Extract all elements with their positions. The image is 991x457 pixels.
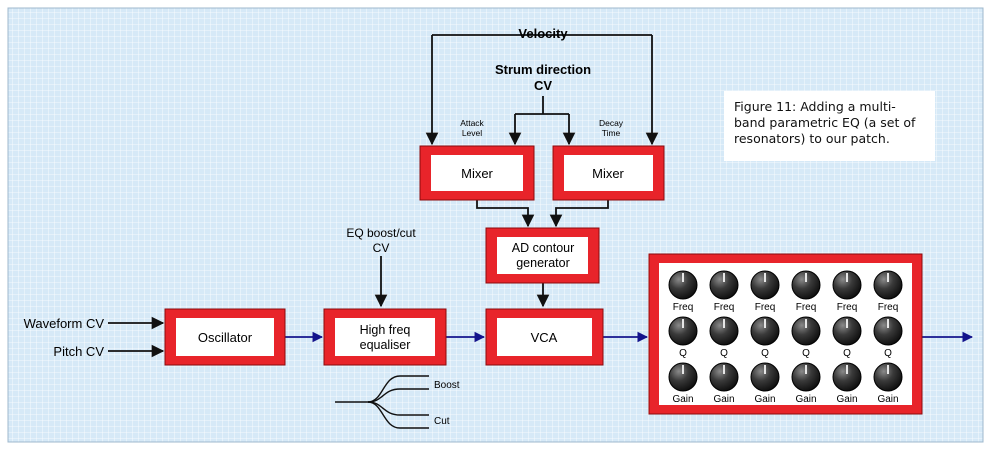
eq-boost-cut-curve-icon: [335, 375, 429, 429]
decay-label: Decay: [599, 118, 624, 128]
eq-boost-cut-label: EQ boost/cut: [346, 226, 416, 240]
eq-label-line1: High freq: [360, 323, 411, 337]
ad-contour-label-line2: generator: [516, 256, 570, 270]
cut-label: Cut: [434, 416, 450, 427]
knob-gain-4[interactable]: Gain: [791, 362, 821, 405]
strum-direction-label: Strum direction: [495, 62, 591, 77]
eq-label-line2: equaliser: [360, 338, 411, 352]
knob-label: Gain: [795, 394, 816, 405]
ad-contour-module: AD contour generator: [485, 227, 600, 284]
knob-freq-6[interactable]: Freq: [873, 270, 903, 313]
mixer-right-module: Mixer: [552, 145, 665, 201]
knob-label: Gain: [713, 394, 734, 405]
pitch-cv-label: Pitch CV: [53, 344, 104, 359]
knob-label: Freq: [878, 302, 899, 313]
knob-label: Q: [761, 348, 769, 359]
mixer-left-to-ad-line: [476, 200, 535, 228]
knob-label: Gain: [836, 394, 857, 405]
knob-q-1[interactable]: Q: [668, 316, 698, 359]
oscillator-module: Oscillator: [164, 308, 286, 366]
knob-label: Q: [884, 348, 892, 359]
knob-q-2[interactable]: Q: [709, 316, 739, 359]
vca-label: VCA: [531, 330, 558, 345]
mixer-left-module: Mixer: [419, 145, 535, 201]
knob-q-3[interactable]: Q: [750, 316, 780, 359]
ad-contour-label-line1: AD contour: [512, 241, 575, 255]
knob-gain-3[interactable]: Gain: [750, 362, 780, 405]
vca-module: VCA: [485, 308, 604, 366]
knob-q-4[interactable]: Q: [791, 316, 821, 359]
knob-q-6[interactable]: Q: [873, 316, 903, 359]
knob-label: Gain: [672, 394, 693, 405]
knob-label: Q: [802, 348, 810, 359]
level-label: Level: [462, 128, 482, 138]
knob-label: Freq: [837, 302, 858, 313]
eq-cv-label: CV: [373, 241, 390, 255]
knob-gain-6[interactable]: Gain: [873, 362, 903, 405]
velocity-label: Velocity: [518, 26, 568, 41]
knob-label: Q: [720, 348, 728, 359]
figure-caption: Figure 11: Adding a multi-band parametri…: [724, 91, 935, 161]
knob-freq-1[interactable]: Freq: [668, 270, 698, 313]
knob-label: Q: [843, 348, 851, 359]
mixer-right-label: Mixer: [592, 166, 624, 181]
waveform-cv-label: Waveform CV: [24, 316, 105, 331]
knob-freq-5[interactable]: Freq: [832, 270, 862, 313]
knob-label: Q: [679, 348, 687, 359]
control-connections: [108, 34, 659, 358]
knob-freq-2[interactable]: Freq: [709, 270, 739, 313]
boost-label: Boost: [434, 380, 460, 391]
knob-gain-2[interactable]: Gain: [709, 362, 739, 405]
knob-label: Freq: [673, 302, 694, 313]
high-freq-eq-module: High freq equaliser: [323, 308, 447, 366]
knob-label: Gain: [754, 394, 775, 405]
knob-gain-1[interactable]: Gain: [668, 362, 698, 405]
time-label: Time: [602, 128, 621, 138]
attack-label: Attack: [460, 118, 484, 128]
knob-label: Freq: [755, 302, 776, 313]
knob-freq-4[interactable]: Freq: [791, 270, 821, 313]
oscillator-label: Oscillator: [198, 330, 253, 345]
mixer-left-label: Mixer: [461, 166, 493, 181]
knob-label: Freq: [796, 302, 817, 313]
strum-cv-label: CV: [534, 78, 552, 93]
knob-gain-5[interactable]: Gain: [832, 362, 862, 405]
knob-label: Freq: [714, 302, 735, 313]
mixer-right-to-ad-line: [549, 200, 609, 228]
knob-freq-3[interactable]: Freq: [750, 270, 780, 313]
knob-q-5[interactable]: Q: [832, 316, 862, 359]
knob-label: Gain: [877, 394, 898, 405]
